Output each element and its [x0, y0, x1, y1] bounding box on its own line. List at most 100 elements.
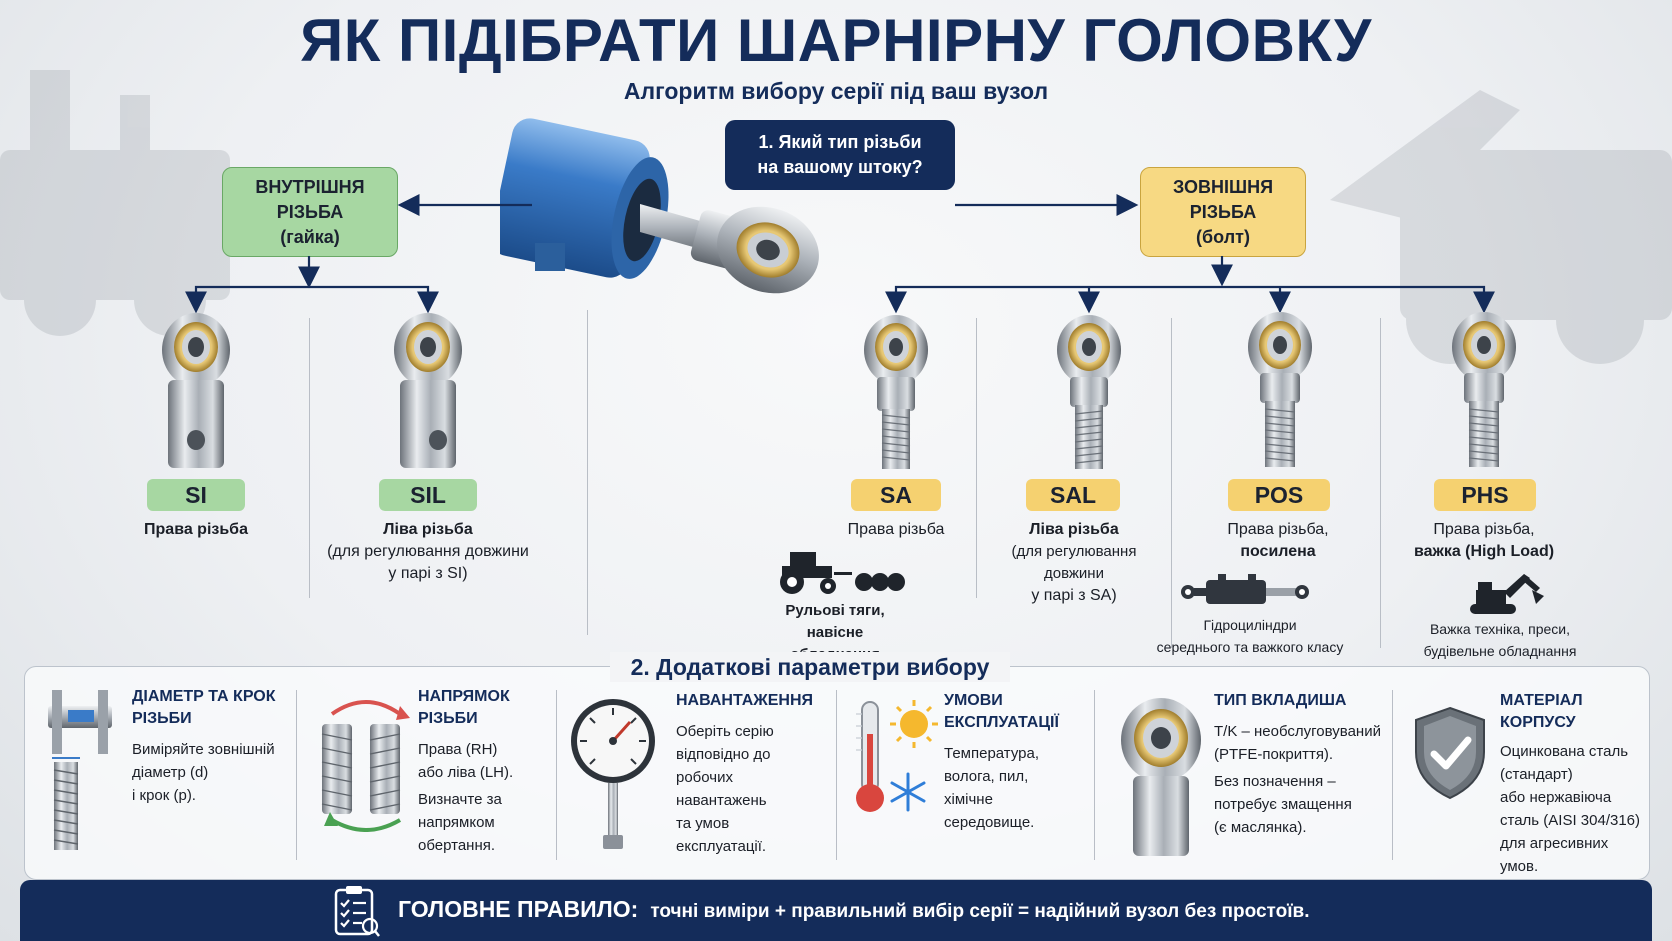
- divider: [309, 318, 310, 598]
- param-direction-line-4: напрямком: [418, 814, 495, 831]
- param-direction-line-5: обертання.: [418, 837, 496, 854]
- param-conditions-title-1: УМОВИ: [944, 692, 1003, 709]
- divider: [296, 690, 297, 860]
- param-diameter-title-1: ДІАМЕТР ТА КРОК: [132, 688, 276, 705]
- series-pos-desc-2: посилена: [1240, 543, 1316, 560]
- param-insert: ТИП ВКЛАДИША T/K – необслуговуваний (PTF…: [1214, 690, 1390, 839]
- param-direction-line-3: Визначте за: [418, 791, 502, 808]
- parameters-panel: [24, 666, 1650, 880]
- divider: [976, 318, 977, 598]
- param-insert-line-1: T/K – необслуговуваний: [1214, 723, 1381, 740]
- series-phs-text: Права різьба, важка (High Load): [1384, 519, 1584, 563]
- external-thread-line-2: РІЗЬБА: [1189, 201, 1257, 222]
- param-diameter-line-2: діаметр (d): [132, 764, 209, 781]
- series-sal-text: Ліва різьба (для регулювання довжини у п…: [980, 519, 1168, 607]
- series-sa-app-1: Рульові тяги,: [785, 602, 885, 619]
- weather-conditions-icon: [856, 700, 938, 812]
- param-load-line-5: та умов: [676, 815, 730, 832]
- param-conditions-title-2: ЕКСПЛУАТАЦІЇ: [944, 714, 1059, 731]
- series-sal-desc: Ліва різьба: [1029, 521, 1119, 538]
- series-sil-note-1: (для регулювання довжини: [327, 543, 529, 560]
- param-material-title-1: МАТЕРІАЛ: [1500, 692, 1583, 709]
- param-insert-line-4: потребує змащення: [1214, 796, 1352, 813]
- main-rule-statement: точні виміри + правильний вибір серії = …: [650, 901, 1310, 922]
- series-pos-application: Гідроциліндри середнього та важкого клас…: [1150, 614, 1350, 658]
- param-diameter: ДІАМЕТР ТА КРОК РІЗЬБИ Виміряйте зовнішн…: [132, 686, 292, 807]
- external-thread-box: ЗОВНІШНЯ РІЗЬБА (болт): [1140, 167, 1306, 257]
- param-direction-line-1: Права (RH): [418, 741, 498, 758]
- internal-thread-line-3: (гайка): [280, 226, 340, 247]
- caliper-icon: [48, 690, 112, 850]
- series-badge-sa: SA: [851, 479, 941, 511]
- flow-arrows: [185, 194, 1495, 314]
- param-insert-line-2: (PTFE-покриття).: [1214, 746, 1334, 763]
- param-insert-line-5: (є маслянка).: [1214, 819, 1307, 836]
- param-conditions-line-3: хімічне: [944, 791, 993, 808]
- divider: [587, 310, 588, 635]
- param-load-line-6: експлуатації.: [676, 838, 767, 855]
- series-sal-note-2: у парі з SA): [1031, 587, 1117, 604]
- series-pos-text: Права різьба, посилена: [1180, 519, 1376, 563]
- param-material-line-4: сталь (AISI 304/316): [1500, 812, 1641, 829]
- excavator-icon: [1470, 574, 1544, 614]
- param-material-line-1: Оцинкована сталь: [1500, 743, 1629, 760]
- internal-thread-line-2: РІЗЬБА: [276, 201, 344, 222]
- rod-end-insert-icon: [1121, 698, 1201, 856]
- rod-end-illustrations: [162, 312, 1516, 469]
- param-conditions-line-4: середовище.: [944, 814, 1035, 831]
- param-load-line-3: робочих: [676, 769, 733, 786]
- rod-end-sal-icon: [1057, 315, 1121, 469]
- internal-thread-box: ВНУТРІШНЯ РІЗЬБА (гайка): [222, 167, 398, 257]
- question-line-1: 1. Який тип різьби: [758, 132, 922, 152]
- question-line-2: на вашому штоку?: [757, 157, 923, 177]
- rod-end-phs-icon: [1452, 312, 1516, 467]
- series-badge-si: SI: [147, 479, 245, 511]
- main-rule-banner: [20, 880, 1652, 941]
- param-material-title-2: КОРПУСУ: [1500, 714, 1576, 731]
- series-phs-application: Важка техніка, преси, будівельне обладна…: [1400, 618, 1600, 662]
- series-sal-note-1: (для регулювання довжини: [1011, 543, 1137, 582]
- external-thread-line-1: ЗОВНІШНЯ: [1172, 176, 1274, 197]
- series-pos-desc: Права різьба,: [1227, 521, 1329, 538]
- param-load-line-4: навантажень: [676, 792, 767, 809]
- divider: [836, 690, 837, 860]
- internal-thread-line-1: ВНУТРІШНЯ: [255, 176, 365, 197]
- divider: [556, 690, 557, 860]
- tractor-icon: [780, 552, 905, 594]
- param-load-title: НАВАНТАЖЕННЯ: [676, 692, 814, 709]
- param-direction-title-2: РІЗЬБИ: [418, 710, 478, 727]
- shield-check-icon: [1415, 706, 1485, 800]
- param-direction: НАПРЯМОК РІЗЬБИ Права (RH) або ліва (LH)…: [418, 686, 554, 857]
- series-phs-app-2: будівельне обладнання: [1423, 643, 1577, 659]
- param-direction-line-2: або ліва (LH).: [418, 764, 514, 781]
- section-2-title: 2. Додаткові параметри вибору: [610, 652, 1010, 682]
- param-diameter-title-2: РІЗЬБИ: [132, 710, 192, 727]
- series-badge-pos: POS: [1228, 479, 1330, 511]
- hydraulic-cylinder-icon: [1181, 574, 1309, 604]
- param-conditions: УМОВИ ЕКСПЛУАТАЦІЇ Температура, волога, …: [944, 690, 1092, 834]
- series-sil-desc: Ліва різьба: [383, 521, 473, 538]
- param-diameter-line-1: Виміряйте зовнішній: [132, 741, 275, 758]
- thread-direction-icon: [321, 700, 410, 832]
- param-diameter-line-3: і крок (p).: [132, 787, 196, 804]
- series-phs-app-1: Важка техніка, преси,: [1429, 621, 1571, 637]
- clipboard-checklist-icon: [334, 886, 380, 937]
- rod-end-sa-icon: [864, 315, 928, 469]
- series-pos-app-1: Гідроциліндри: [1203, 617, 1297, 633]
- param-direction-title-1: НАПРЯМОК: [418, 688, 510, 705]
- divider: [1094, 690, 1095, 860]
- param-insert-line-3: Без позначення –: [1214, 773, 1336, 790]
- param-material: МАТЕРІАЛ КОРПУСУ Оцинкована сталь (станд…: [1500, 690, 1646, 878]
- series-sil-note-2: у парі з SI): [388, 565, 468, 582]
- rod-end-si-icon: [162, 313, 230, 468]
- param-material-line-6: умов.: [1500, 858, 1539, 875]
- hydraulic-cylinder-illustration: [500, 118, 819, 294]
- series-phs-desc: Права різьба,: [1433, 521, 1535, 538]
- param-material-line-2: (стандарт): [1500, 766, 1573, 783]
- param-material-line-3: або нержавіюча: [1500, 789, 1612, 806]
- page-subtitle: Алгоритм вибору серії під ваш вузол: [623, 78, 1049, 104]
- divider: [1380, 318, 1381, 648]
- pressure-gauge-icon: [571, 699, 655, 849]
